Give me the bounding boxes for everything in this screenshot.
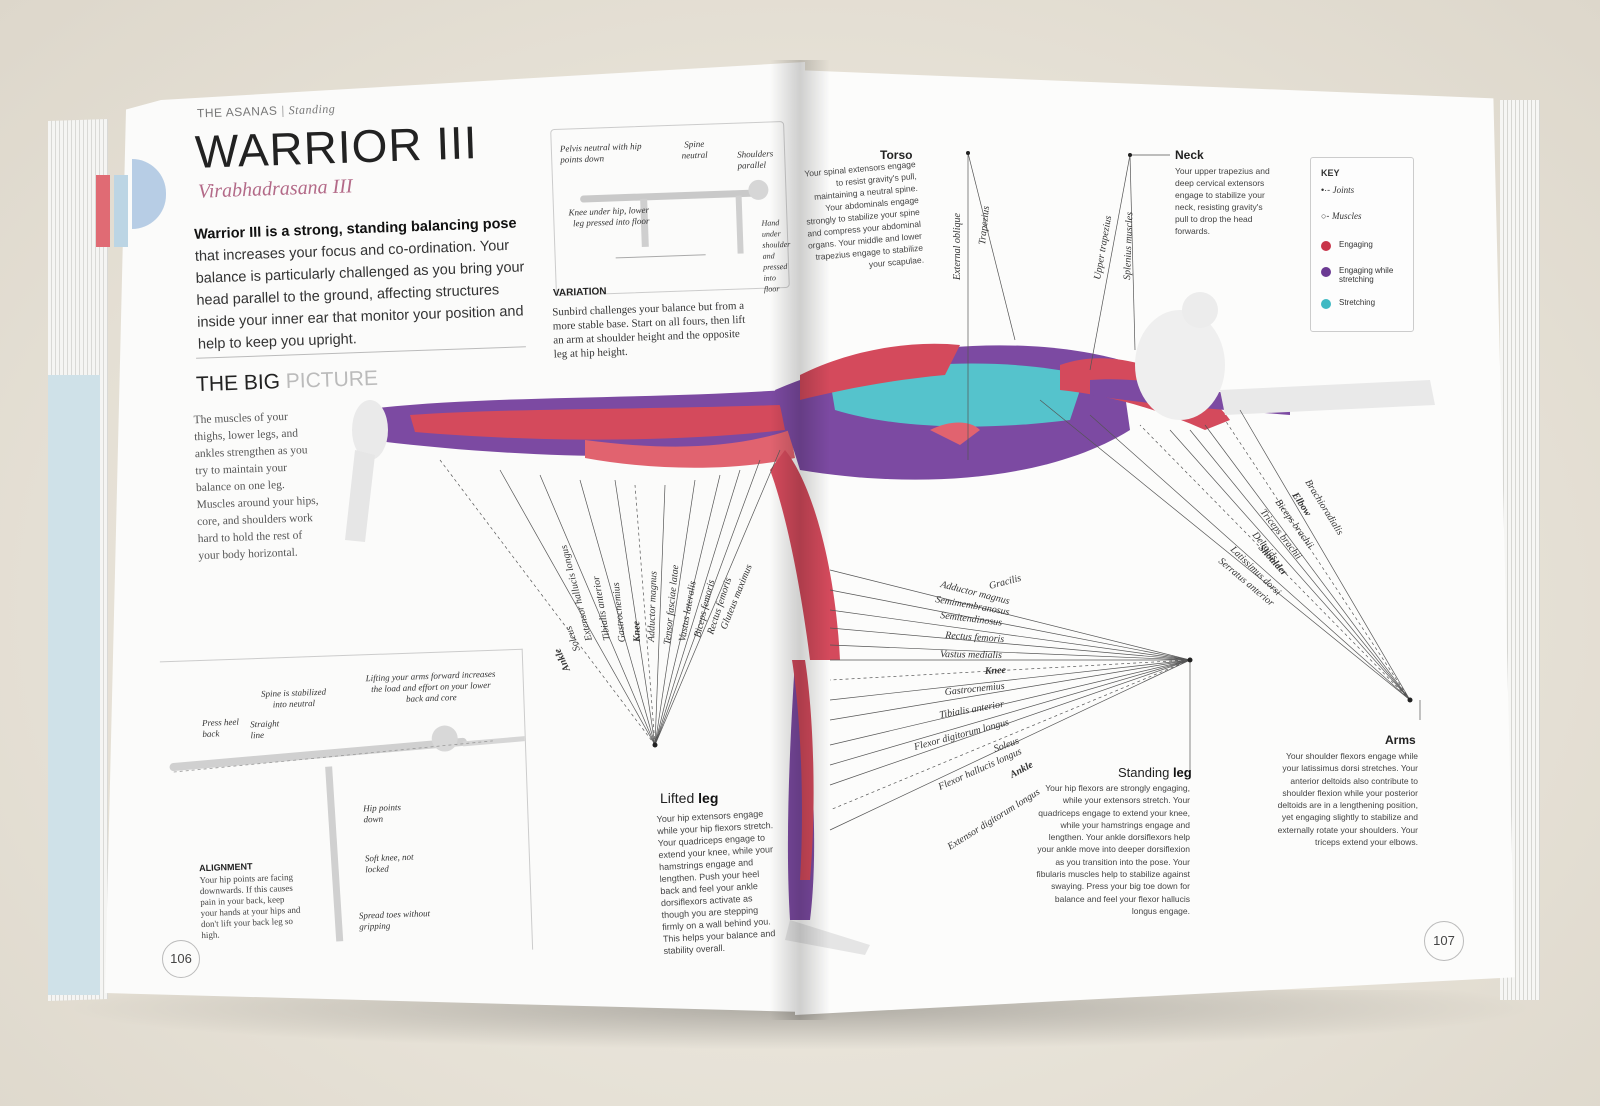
standing-leg-text: Your hip flexors are strongly engaging, … [1036, 783, 1190, 916]
neck-label-1: Splenius muscles [1122, 212, 1135, 280]
key-joints: •·- Joints [1321, 185, 1354, 195]
engaging-stretching-swatch [1321, 267, 1331, 277]
torso-leaders: External oblique Trapezius [952, 151, 1016, 460]
tab-red [96, 175, 110, 247]
neck-label-0: Upper trapezius [1092, 215, 1114, 281]
standing-label-6: Knee [984, 665, 1007, 677]
lifted-label-4: Gastrocnemius [611, 582, 628, 643]
lifted-leg-title-b: leg [698, 790, 719, 806]
engaging-swatch [1321, 241, 1331, 251]
standing-label-8: Tibialis anterior [939, 699, 1005, 721]
label-straight-line: Straight line [249, 718, 280, 741]
joint-dot-icon: •·- [1321, 185, 1331, 195]
standing-label-13: Extensor digitorum longus [945, 787, 1042, 853]
variation-figure [580, 179, 769, 259]
key-joints-label: Joints [1332, 185, 1355, 195]
key-item-label-0: Engaging [1339, 240, 1373, 249]
key-title: KEY [1321, 168, 1340, 178]
label-press-heel: Press heel back [201, 716, 240, 739]
key-muscles: ○- Muscles [1321, 211, 1361, 221]
big-picture-a: THE BIG [195, 370, 281, 397]
arms-text: Your shoulder flexors engage while your … [1277, 751, 1418, 848]
page-number-left: 106 [162, 940, 200, 978]
left-blue-edge [48, 375, 100, 995]
left-page [105, 62, 805, 1012]
key-box: KEY •·- Joints ○- Muscles Engaging Engag… [1310, 157, 1414, 332]
tab-blue [114, 175, 128, 247]
neck-leaders: Upper trapezius Splenius muscles [1089, 153, 1170, 371]
key-muscles-label: Muscles [1331, 211, 1362, 221]
subsection-label: Standing [288, 101, 336, 118]
standing-leg-title-b: leg [1172, 765, 1192, 780]
standing-label-7: Gastrocnemius [944, 681, 1005, 698]
standing-label-5: Vastus medialis [940, 649, 1002, 661]
neck-title: Neck [1175, 148, 1204, 162]
label-knee: Knee under hip, lower leg pressed into f… [568, 204, 650, 229]
torso-text: Your spinal extensors engage to resist g… [803, 158, 925, 270]
arm-leaders: Brachioradialis Elbow Biceps brachii Tri… [1039, 399, 1421, 720]
neck-text: Your upper trapezius and deep cervical e… [1175, 166, 1270, 236]
lifted-leg-text: Your hip extensors engage while your hip… [656, 808, 776, 957]
big-picture-text: The muscles of your thighs, lower legs, … [193, 410, 319, 563]
label-spine-neutral: Spine neutral [681, 138, 708, 161]
alignment-box: Press heel back Straight line Spine is s… [159, 648, 543, 963]
page-number-right: 107 [1424, 921, 1464, 961]
anatomy-figure [345, 292, 1435, 955]
key-item-label-1: Engaging while stretching [1339, 266, 1394, 284]
standing-label-12: Ankle [1007, 759, 1035, 781]
alignment-text: Your hip points are facing downwards. If… [199, 871, 301, 941]
arms-title: Arms [1385, 733, 1416, 747]
lifted-label-5: Knee [631, 620, 643, 643]
lifted-leg-title-a: Lifted [660, 790, 699, 806]
label-shoulders: Shoulders parallel [736, 148, 774, 171]
torso-title: Torso [880, 148, 913, 162]
standing-leg-title: Standing leg [1118, 765, 1192, 780]
standing-leg-title-a: Standing [1118, 765, 1173, 780]
alignment-skeleton [169, 725, 543, 942]
standing-label-0: Gracilis [988, 573, 1023, 592]
label-spine-stabilized: Spine is stabilized into neutral [260, 686, 327, 710]
page-title: WARRIOR III [194, 116, 479, 178]
muscle-ring-icon: ○- [1321, 211, 1330, 221]
lifted-label-0: Ankle [552, 646, 573, 674]
section-label: THE ASANAS [196, 103, 278, 121]
standing-leg-leaders: Gracilis Adductor magnus Semimembranosus… [829, 569, 1193, 853]
lifted-leg-title: Lifted leg [660, 790, 718, 806]
key-item-label-2: Stretching [1339, 298, 1376, 307]
lifted-leg-leaders: Ankle Soleus Extensor hallucis longus Ti… [439, 449, 781, 748]
label-pelvis: Pelvis neutral with hip points down [559, 140, 642, 165]
torso-label-0: External oblique [952, 213, 963, 281]
torso-label-1: Trapezius [977, 205, 992, 245]
stretching-swatch [1321, 299, 1331, 309]
standing-label-4: Rectus femoris [944, 630, 1005, 645]
alignment-heading: ALIGNMENT [198, 861, 253, 874]
variation-box: Pelvis neutral with hip points down Spin… [550, 120, 790, 297]
lifted-label-6: Adductor magnus [646, 571, 660, 643]
